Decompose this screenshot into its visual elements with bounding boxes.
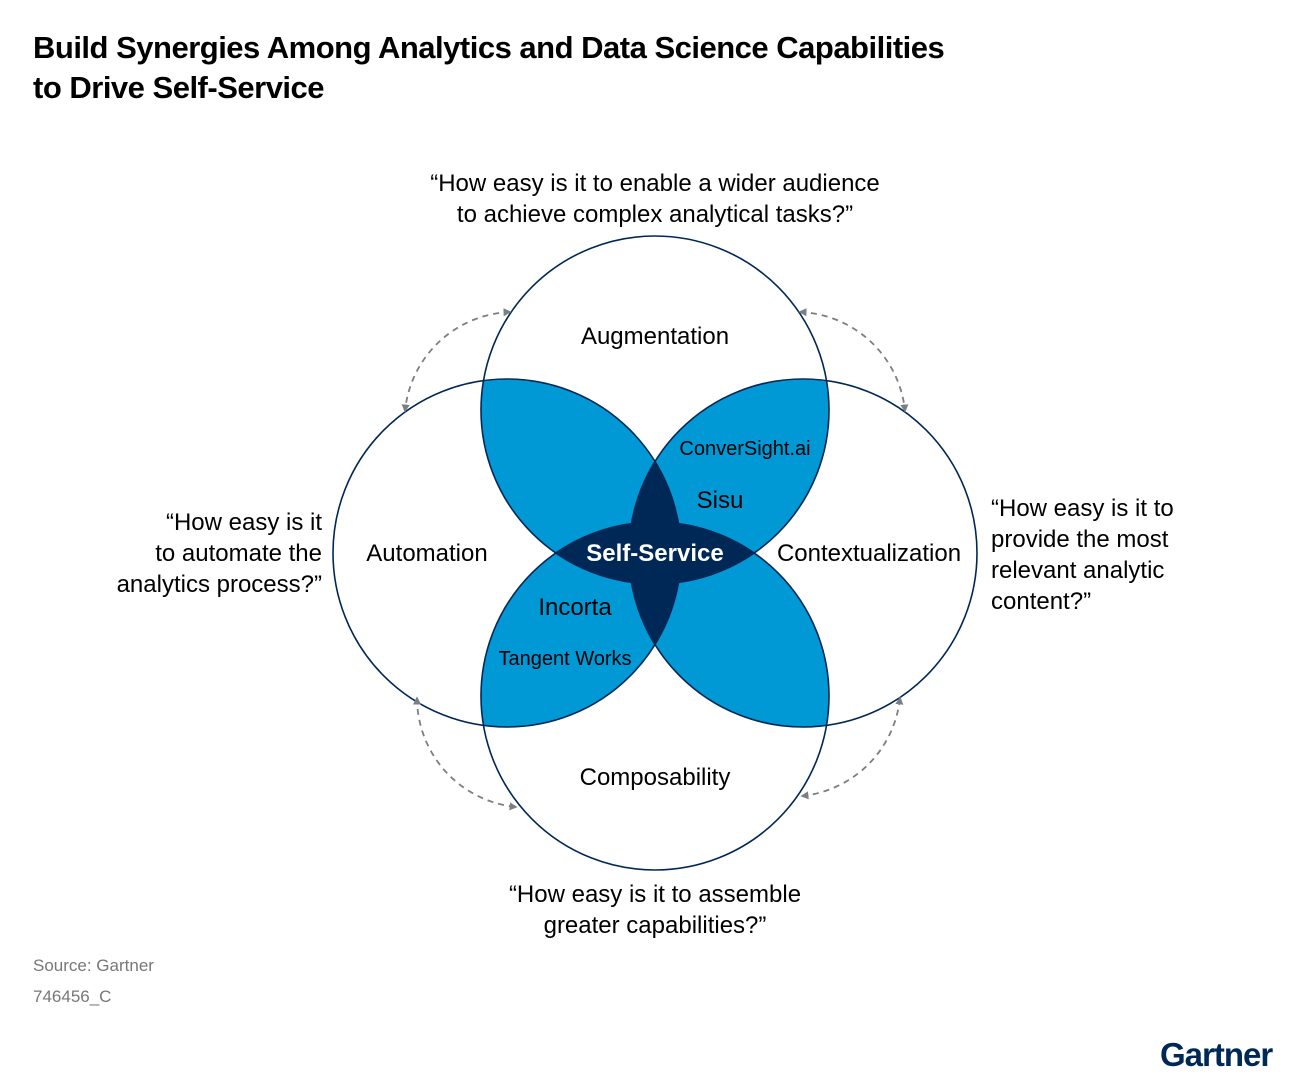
page-title: Build Synergies Among Analytics and Data…	[33, 28, 945, 108]
question-right: “How easy is it to provide the most rele…	[991, 493, 1291, 617]
vendor-conversight: ConverSight.ai	[679, 438, 810, 460]
question-line: analytics process?”	[116, 571, 322, 598]
vendor-tangent-works: Tangent Works	[498, 648, 631, 670]
question-line: “How easy is it to enable a wider audien…	[430, 170, 880, 197]
question-top: “How easy is it to enable a wider audien…	[355, 168, 955, 230]
question-line: provide the most	[991, 526, 1169, 553]
title-line-1: Build Synergies Among Analytics and Data…	[33, 30, 945, 65]
question-left: “How easy is it to automate the analytic…	[40, 507, 322, 600]
circle-composability	[480, 521, 830, 871]
question-line: to achieve complex analytical tasks?”	[456, 201, 854, 228]
label-automation: Automation	[366, 540, 487, 567]
vendor-incorta: Incorta	[538, 594, 612, 621]
label-augmentation: Augmentation	[581, 323, 729, 350]
double-arrow-icon	[798, 308, 909, 413]
double-arrow-icon	[412, 696, 518, 811]
source-note: Source: Gartner	[33, 956, 154, 975]
question-line: relevant analytic	[991, 557, 1165, 584]
gartner-logo: Gartner	[1160, 1036, 1273, 1073]
question-line: “How easy is it to assemble	[508, 881, 802, 908]
question-line: content?”	[991, 588, 1092, 615]
figure-id: 746456_C	[33, 987, 112, 1006]
question-line: to automate the	[155, 540, 322, 567]
double-arrow-icon	[401, 308, 512, 413]
vendor-sisu: Sisu	[697, 487, 744, 514]
question-line: “How easy is it	[165, 509, 322, 536]
label-contextualization: Contextualization	[777, 540, 961, 567]
label-composability: Composability	[580, 764, 731, 791]
question-line: “How easy is it to	[991, 495, 1174, 522]
question-line: greater capabilities?”	[543, 912, 767, 939]
label-self-service: Self-Service	[586, 540, 723, 567]
title-line-2: to Drive Self-Service	[33, 70, 325, 105]
question-bottom: “How easy is it to assemble greater capa…	[355, 879, 955, 941]
